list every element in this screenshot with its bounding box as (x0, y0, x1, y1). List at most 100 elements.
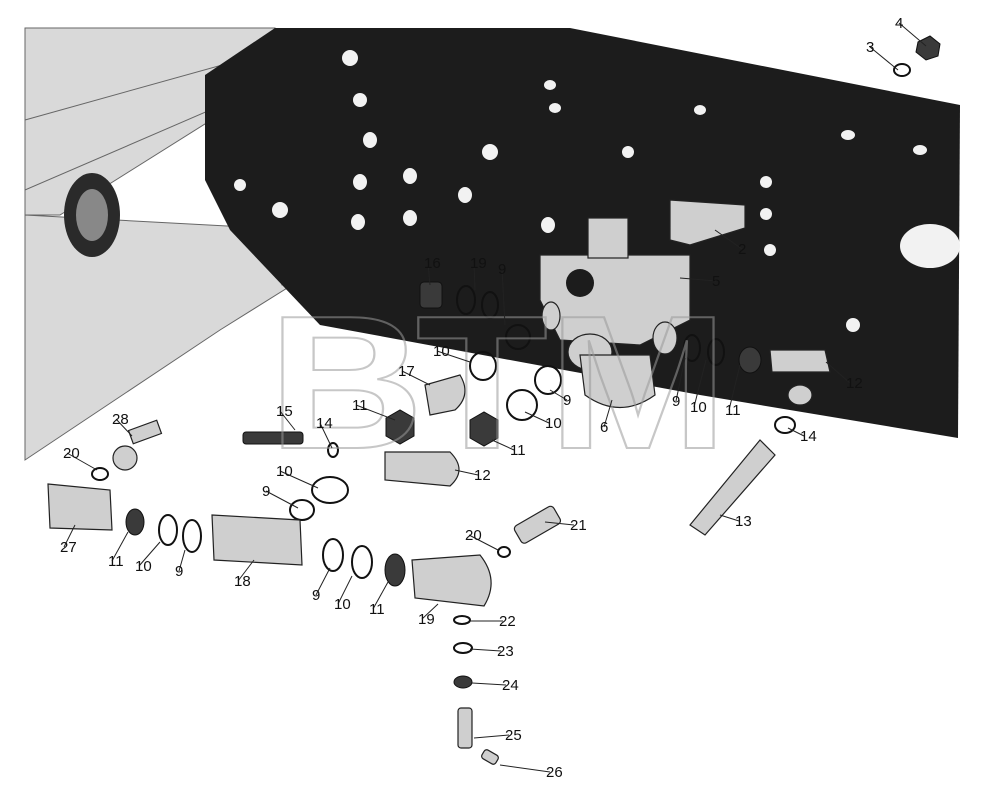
callout-number: 28 (112, 411, 129, 428)
callout-number: 11 (510, 442, 526, 459)
callout-c43: 26 (499, 764, 563, 781)
callout-leader (265, 490, 299, 509)
callout-c16: 12 (825, 361, 863, 392)
callout-number: 9 (175, 563, 183, 580)
callout-c14: 10 (690, 359, 707, 416)
callout-number: 9 (312, 587, 320, 604)
callout-number: 14 (316, 415, 333, 432)
callout-c1: 4 (895, 15, 927, 47)
callout-leader (714, 229, 743, 250)
callout-c13: 9 (672, 357, 686, 410)
callout-c18: 11 (352, 397, 396, 421)
callout-number: 9 (498, 261, 506, 278)
callout-c21: 15 (276, 403, 296, 431)
callout-number: 10 (276, 463, 293, 480)
callout-c6: 19 (470, 255, 487, 291)
callout-leader (372, 581, 389, 610)
callout-leader (115, 418, 133, 437)
callout-c20: 12 (454, 467, 491, 484)
callout-number: 6 (600, 419, 608, 436)
callout-leader (728, 364, 741, 411)
callout-number: 10 (545, 415, 562, 432)
callout-number: 11 (369, 601, 385, 618)
callout-leader (279, 410, 296, 431)
callout-c25: 20 (63, 445, 98, 471)
callout-leader (421, 603, 439, 620)
callout-number: 20 (63, 445, 80, 462)
parts-upper-row (384, 281, 831, 487)
callout-leader (468, 534, 499, 551)
callout-number: 5 (712, 273, 720, 290)
callout-number: 20 (465, 527, 482, 544)
callout-c35: 19 (418, 603, 439, 628)
callout-leader (315, 567, 331, 596)
callout-c34: 11 (369, 581, 389, 618)
callout-leader (693, 359, 707, 408)
callout-number: 9 (262, 483, 270, 500)
callout-leader (178, 549, 186, 572)
callout-c41: 24 (471, 677, 519, 694)
callout-number: 27 (60, 539, 77, 556)
callout-leader (111, 531, 129, 562)
callout-c26: 9 (262, 483, 299, 509)
callout-c23: 10 (276, 463, 319, 489)
callout-c30: 9 (175, 549, 186, 580)
callout-leader (469, 648, 502, 652)
callout-c7: 9 (498, 261, 506, 326)
callout-leader (63, 524, 76, 548)
callout-number: 17 (398, 363, 415, 380)
callout-leader (454, 469, 479, 476)
callout-number: 4 (895, 15, 903, 32)
valve-assembly (539, 199, 746, 408)
callout-leader (491, 439, 515, 451)
callout-number: 25 (505, 727, 522, 744)
callout-c39: 22 (470, 613, 516, 630)
callout-c28: 11 (108, 531, 129, 570)
callout-leader (787, 427, 805, 437)
callout-c33: 10 (334, 575, 353, 613)
callout-leader (679, 277, 717, 282)
callout-number: 10 (690, 399, 707, 416)
callout-c42: 25 (473, 727, 522, 744)
callout-leader (499, 764, 551, 773)
callout-leader (473, 262, 476, 291)
callout-c38: 13 (719, 513, 752, 530)
callout-number: 11 (725, 402, 741, 419)
callout-c10: 9 (549, 389, 571, 409)
callout-leader (436, 350, 471, 363)
callout-leader (66, 452, 98, 471)
callout-leader (337, 575, 353, 605)
callout-number: 14 (800, 428, 817, 445)
callout-leader (401, 370, 431, 386)
callout-c29: 10 (135, 541, 161, 575)
callout-leader (869, 46, 899, 71)
callout-leader (675, 357, 686, 402)
callout-number: 24 (502, 677, 519, 694)
callout-number: 23 (497, 643, 514, 660)
callout-c37: 21 (544, 517, 587, 534)
callout-c8: 10 (433, 343, 471, 363)
callout-c15: 11 (725, 364, 741, 419)
frame-main-beam (205, 28, 960, 438)
parts-top-right (893, 35, 941, 77)
callout-leader (279, 470, 319, 489)
callout-number: 12 (474, 467, 491, 484)
callout-number: 22 (499, 613, 516, 630)
callout-c2: 3 (866, 39, 899, 71)
callout-number: 11 (108, 553, 124, 570)
callout-leader (898, 22, 927, 47)
callout-leader (427, 262, 431, 286)
callout-c12: 6 (600, 399, 613, 436)
callout-c40: 23 (469, 643, 514, 660)
callout-number: 2 (738, 241, 746, 258)
callout-number: 9 (563, 392, 571, 409)
callout-number: 10 (433, 343, 450, 360)
callout-leader (825, 361, 851, 384)
callout-number: 18 (234, 573, 251, 590)
callout-number: 3 (866, 39, 874, 56)
callout-number: 13 (735, 513, 752, 530)
callout-c19: 11 (491, 439, 526, 459)
